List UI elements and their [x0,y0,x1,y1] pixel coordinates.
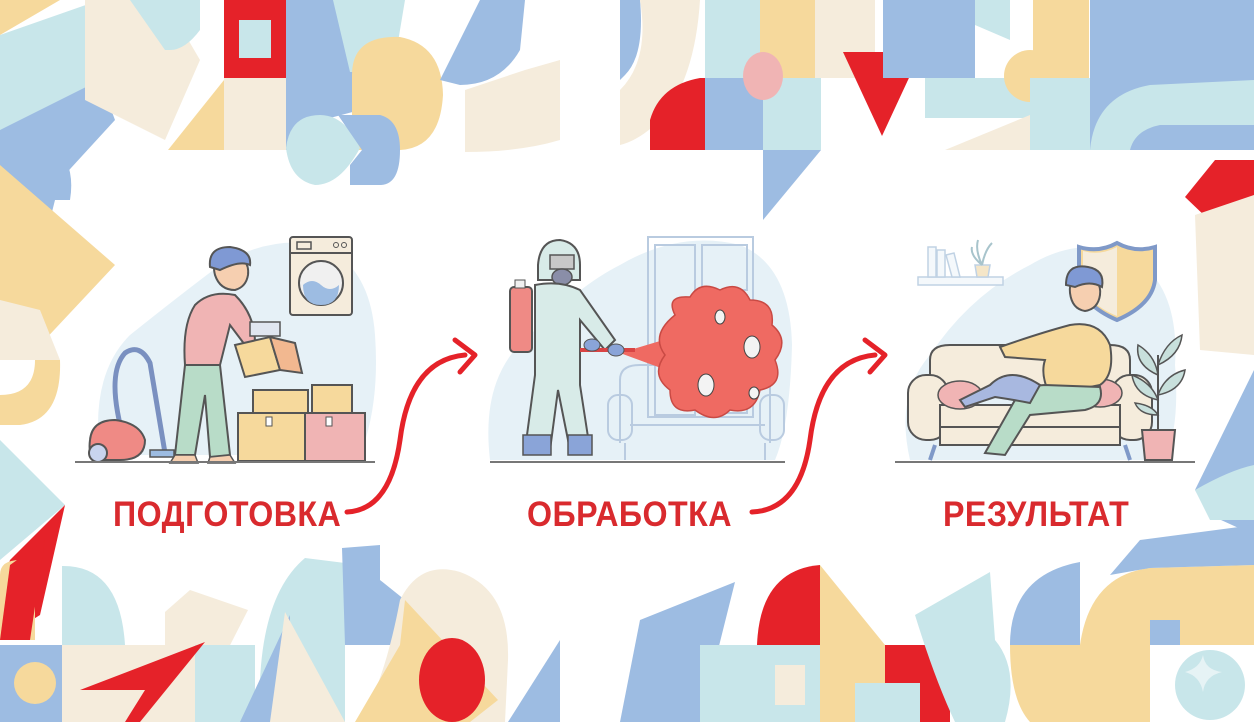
bookshelf-icon [917,276,1004,286]
relaxing-person-icon [958,265,1113,457]
potted-plant-icon [1131,333,1186,461]
step-2-illustration [488,236,792,463]
books-icon [927,246,961,278]
vacuum-cleaner-icon [88,347,175,463]
step-1-illustration [75,236,376,464]
small-plant-icon [970,239,993,278]
exterminator-icon [509,238,635,456]
washing-machine-icon [289,236,353,316]
step-3-illustration [895,239,1195,463]
step-1-label: ПОДГОТОВКА [113,495,342,534]
step-2-label: ОБРАБОТКА [527,495,733,534]
step-3-label: РЕЗУЛЬТАТ [943,495,1130,534]
